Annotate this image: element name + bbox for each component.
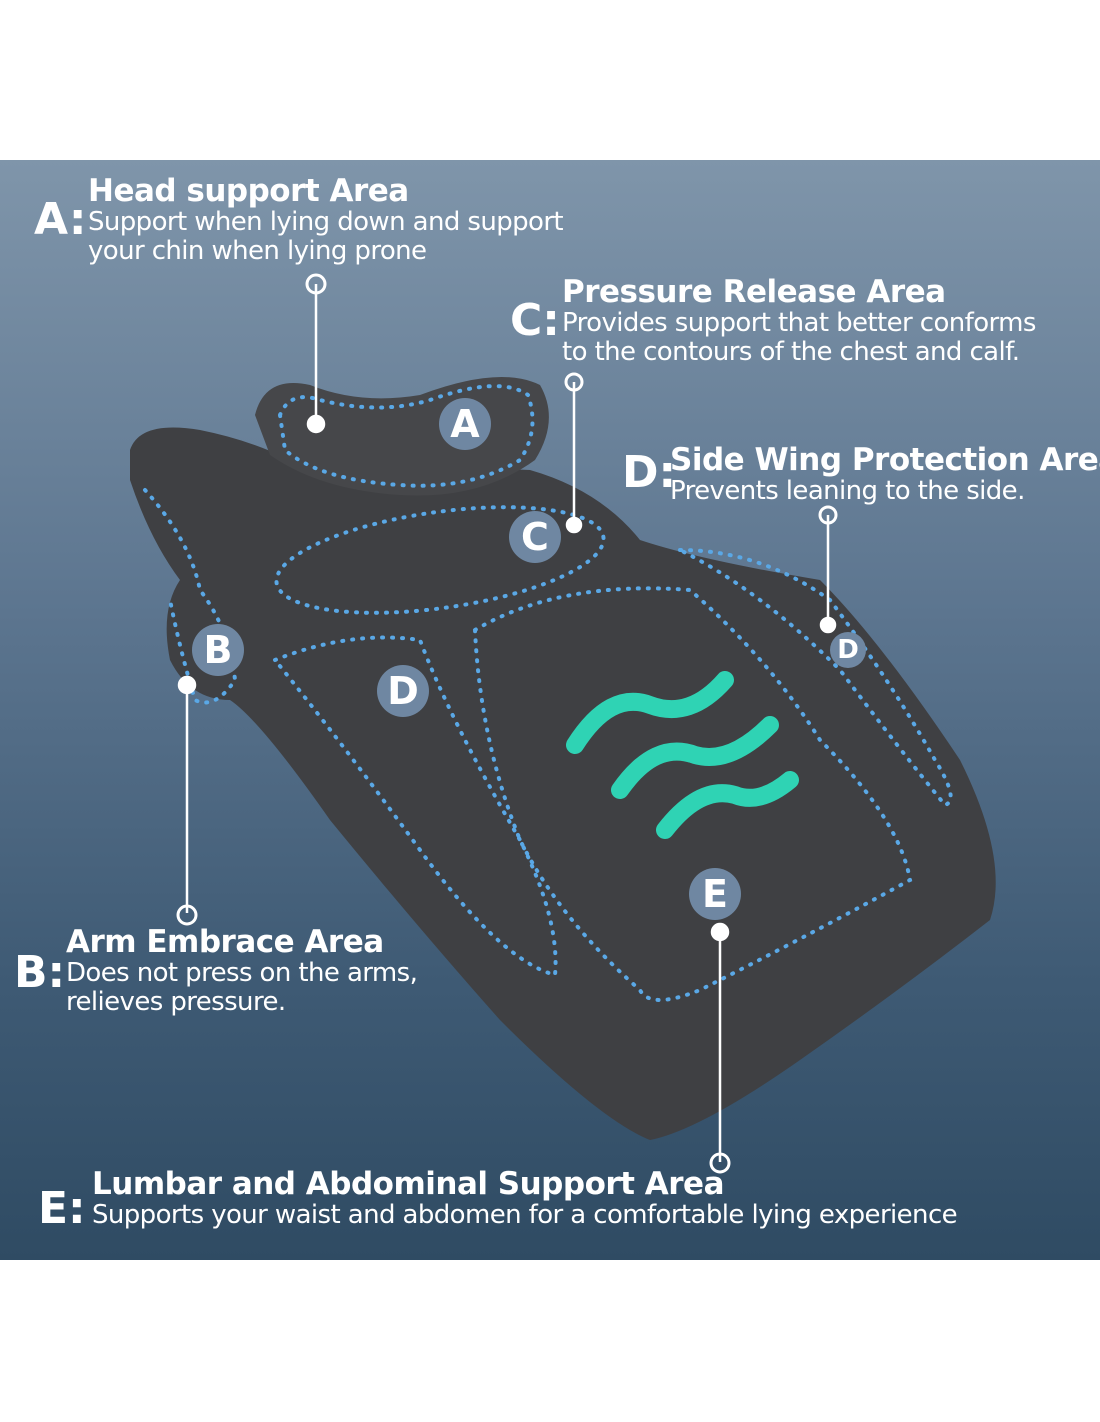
badge-d-left: D (377, 665, 429, 717)
area-e-title: Lumbar and Abdominal Support Area (92, 1166, 725, 1202)
area-b-desc: Does not press on the arms, (66, 958, 418, 988)
area-e-callout: E: Lumbar and Abdominal Support Area Sup… (38, 1166, 958, 1234)
badge-d-right: D (830, 632, 866, 668)
area-c-title: Pressure Release Area (562, 274, 946, 310)
area-b-letter: B: (14, 947, 66, 998)
area-c-callout: C: Pressure Release Area Provides suppor… (510, 275, 1036, 367)
area-a-letter: A: (34, 194, 87, 245)
area-e-desc: Supports your waist and abdomen for a co… (92, 1200, 958, 1230)
badge-c: C (509, 511, 561, 563)
area-d-title: Side Wing Protection Area (670, 442, 1100, 478)
area-c-desc: Provides support that better conforms (562, 308, 1036, 338)
area-d-letter: D: (622, 447, 677, 498)
badge-e: E (689, 868, 741, 920)
area-d-desc: Prevents leaning to the side. (670, 476, 1025, 506)
wave-icon (566, 671, 799, 839)
pillow-body (130, 427, 996, 1140)
area-c-letter: C: (510, 295, 560, 346)
area-b-title: Arm Embrace Area (66, 924, 384, 960)
area-e-letter: E: (38, 1183, 86, 1234)
area-c-desc: to the contours of the chest and calf. (562, 337, 1020, 367)
area-a-title: Head support Area (88, 173, 409, 209)
area-a-desc: Support when lying down and support (88, 207, 564, 237)
badge-a: A (439, 398, 491, 450)
area-b-desc: relieves pressure. (66, 987, 286, 1017)
area-d-callout: D: Side Wing Protection Area Prevents le… (622, 443, 1100, 506)
area-a-desc: your chin when lying prone (88, 236, 427, 266)
product-infographic: A C B D D E A: Head support Area Support… (0, 160, 1100, 1260)
area-b-callout: B: Arm Embrace Area Does not press on th… (14, 924, 418, 1017)
badge-b: B (192, 624, 244, 676)
area-a-callout: A: Head support Area Support when lying … (34, 173, 564, 266)
